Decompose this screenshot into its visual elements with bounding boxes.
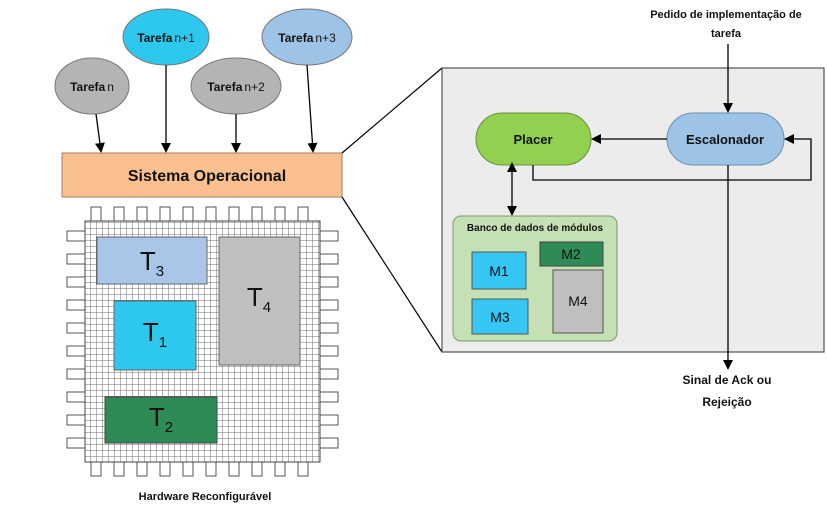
task-n-label: Tarefa [70, 80, 105, 94]
task-n3-label: Tarefa [278, 31, 313, 45]
task-arrows [94, 64, 318, 153]
arrow-placer-feedback [532, 134, 812, 181]
module-m3: M3 [471, 298, 529, 335]
zoom-lines [341, 67, 443, 353]
svg-text:M3: M3 [490, 309, 510, 325]
svg-text:T4: T4 [247, 282, 271, 316]
request-label-line1: Pedido de implementação de [650, 9, 802, 21]
task-n1-index: n+1 [174, 31, 195, 45]
svg-text:M2: M2 [561, 246, 581, 262]
region-t4: T4 [218, 236, 301, 366]
module-m4: M4 [552, 269, 604, 334]
scheduler-label: Escalonador [686, 132, 764, 147]
task-n2-index: n+2 [244, 80, 265, 94]
svg-text:T3: T3 [140, 246, 164, 280]
region-t2: T2 [104, 396, 218, 444]
chip-pins [66, 206, 339, 477]
scheduler-node: Escalonador [666, 112, 785, 166]
database-title: Banco de dados de módulos [467, 223, 604, 234]
svg-text:T2: T2 [149, 402, 173, 436]
module-m2: M2 [539, 241, 604, 267]
region-t1: T1 [113, 300, 197, 371]
module-database: Banco de dados de módulos M1 M2 M3 M4 [452, 215, 618, 342]
task-n3-index: n+3 [315, 31, 336, 45]
operating-system-box: Sistema Operacional [61, 152, 343, 198]
svg-text:M1: M1 [489, 263, 509, 279]
os-label: Sistema Operacional [128, 168, 286, 185]
fpga-chip: T3 T4 T1 T2 [66, 206, 339, 477]
task-n-index: n [107, 80, 114, 94]
placer-label: Placer [513, 132, 552, 147]
fpga-caption: Hardware Reconfigurável [139, 491, 272, 503]
region-t3: T3 [96, 236, 208, 285]
placer-node: Placer [475, 112, 592, 166]
task-n2-label: Tarefa [207, 80, 242, 94]
module-m1: M1 [471, 251, 527, 290]
svg-text:M4: M4 [568, 293, 588, 309]
output-label-line1: Sinal de Ack ou [683, 373, 772, 387]
request-label-line2: tarefa [711, 28, 742, 40]
svg-text:T1: T1 [143, 317, 167, 351]
output-label-line2: Rejeição [702, 395, 751, 409]
task-n1-label: Tarefa [137, 31, 172, 45]
